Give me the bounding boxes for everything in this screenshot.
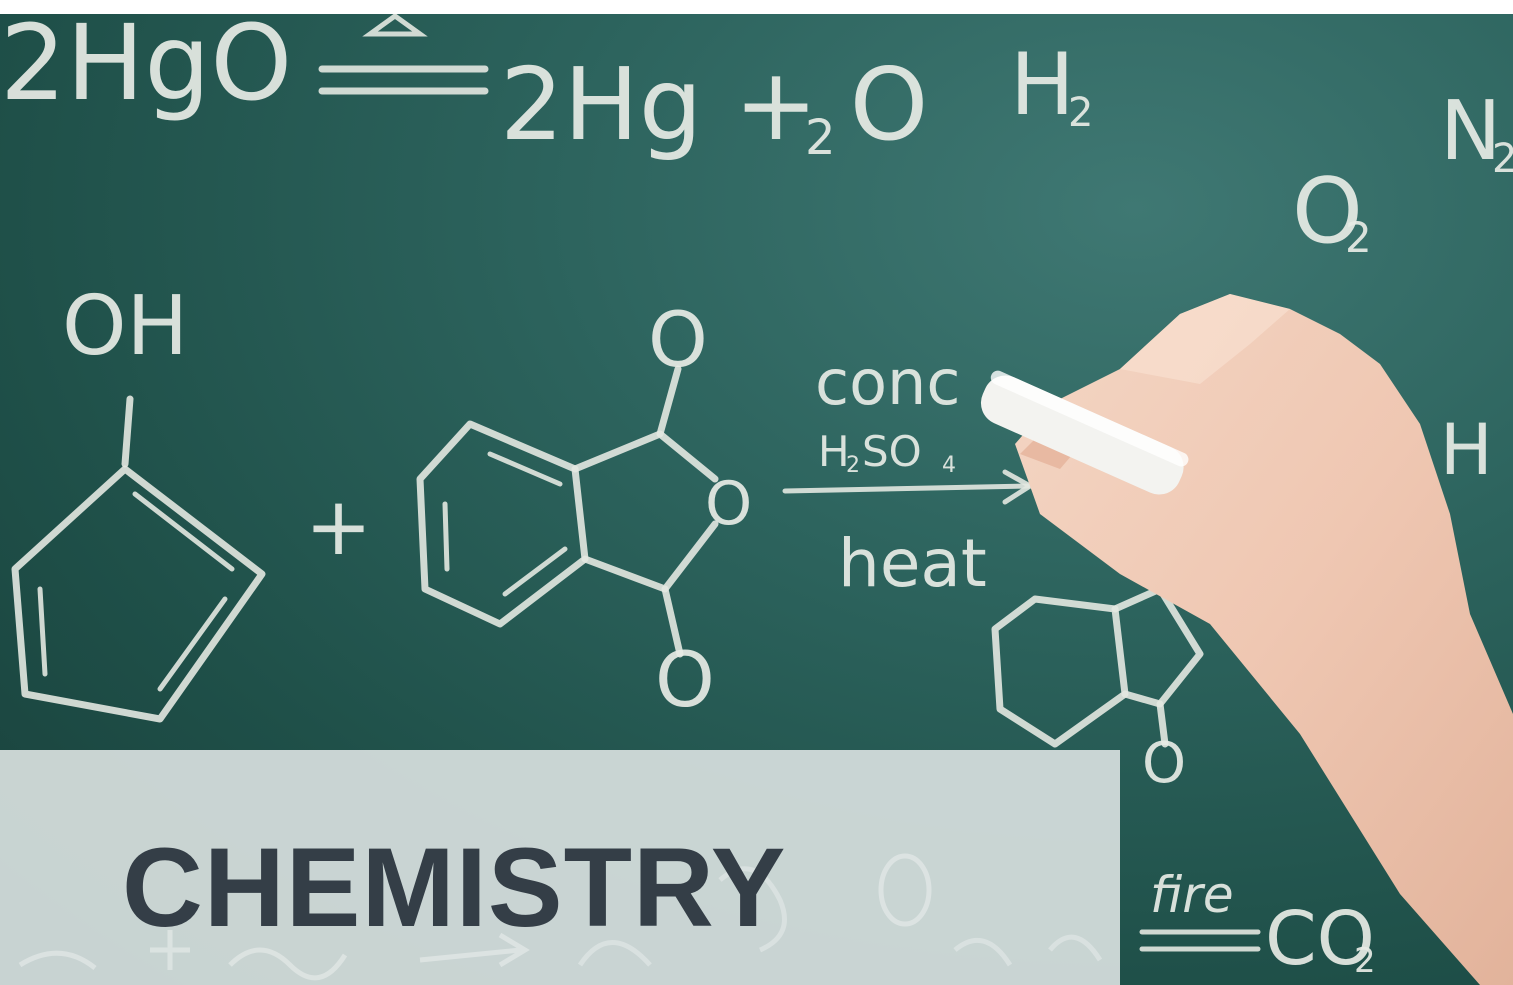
equation-left: 2HgO xyxy=(0,14,292,124)
equation-right: 2Hg + O xyxy=(500,46,928,163)
oxygen-subscript: 2 xyxy=(1345,213,1372,262)
nitrogen-label: N xyxy=(1440,84,1501,179)
title-panel: CHEMISTRY xyxy=(0,750,1120,985)
hand-highlight xyxy=(1120,294,1290,384)
double-bond-a xyxy=(132,491,235,572)
faded-chalk-background xyxy=(18,853,1103,981)
hydrogen-label: H xyxy=(1010,35,1075,135)
ring-oxygen-middle: O xyxy=(705,469,752,539)
carbonyl-bottom-bond xyxy=(661,585,684,658)
hand-with-chalk xyxy=(980,294,1513,985)
benzene-bond-c xyxy=(502,546,568,597)
cyclopentadiene-ring xyxy=(11,465,266,723)
right-partial-label: H xyxy=(1440,409,1493,491)
chalkboard-photo: 2HgO 2Hg + O 2 H 2 N 2 O 2 OH + O O xyxy=(0,14,1513,985)
acid-subscript: 2 xyxy=(846,453,860,478)
co2-subscript: 2 xyxy=(1354,941,1376,981)
acid-subscript-2: 4 xyxy=(942,453,956,478)
hydroxyl-label: OH xyxy=(62,279,188,374)
carbonyl-top-bond xyxy=(656,365,682,438)
chalk-stick xyxy=(980,370,1189,495)
acid-label-rest: SO xyxy=(862,427,922,476)
heat-label: heat xyxy=(838,525,987,602)
benzene-bond-b xyxy=(442,501,450,572)
product-anhydride xyxy=(1111,585,1204,708)
equation-subscript: 2 xyxy=(805,110,836,166)
hydroxyl-bond xyxy=(121,395,134,468)
acid-label: H xyxy=(818,427,850,476)
oxygen-label: O xyxy=(1292,159,1363,264)
double-bond-c xyxy=(37,586,48,677)
benzene-bond-a xyxy=(487,451,563,487)
reaction-arrow xyxy=(782,483,1031,494)
ring-oxygen-top: O xyxy=(648,295,708,384)
fire-label: fire xyxy=(1150,866,1234,924)
hydrogen-subscript: 2 xyxy=(1068,90,1093,136)
co2-label: CO xyxy=(1265,896,1375,982)
ring-oxygen-bottom: O xyxy=(655,635,715,724)
nitrogen-subscript: 2 xyxy=(1492,136,1513,182)
product-carbonyl xyxy=(1156,700,1169,748)
plus-sign: + xyxy=(305,480,372,573)
page-title: CHEMISTRY xyxy=(122,825,787,950)
chalkboard-writing: 2HgO 2Hg + O 2 H 2 N 2 O 2 OH + O O xyxy=(0,14,1513,982)
double-bond-b xyxy=(157,596,228,692)
delta-symbol xyxy=(362,14,428,37)
conc-label: conc xyxy=(815,346,960,419)
product-oxygen: O xyxy=(1142,731,1186,796)
